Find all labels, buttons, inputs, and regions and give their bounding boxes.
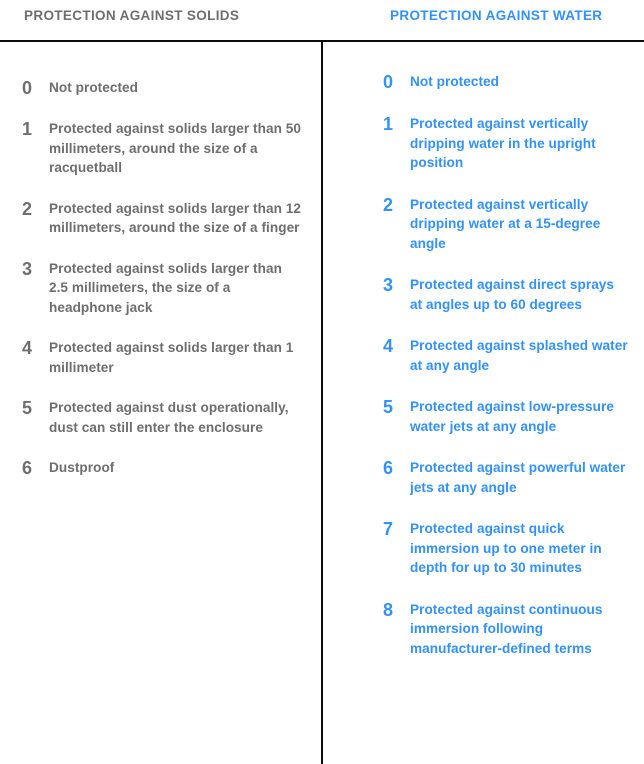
- water-level-number: 8: [383, 599, 394, 620]
- water-level-number: 0: [383, 72, 394, 92]
- water-level-description: Protected against quick immersion up to …: [410, 521, 602, 575]
- solids-level-number: 4: [22, 338, 33, 358]
- water-level-description: Protected against powerful water jets at…: [410, 460, 626, 495]
- list-item: 3 Protected against solids larger than 2…: [22, 259, 301, 318]
- solids-level-number: 0: [22, 78, 33, 98]
- solids-level-number: 5: [22, 398, 33, 418]
- list-item: 2 Protected against solids larger than 1…: [22, 199, 301, 238]
- header-cell-solids: PROTECTION AGAINST SOLIDS: [0, 0, 322, 24]
- table-header-row: PROTECTION AGAINST SOLIDS PROTECTION AGA…: [0, 0, 644, 41]
- water-level-number: 6: [383, 458, 394, 478]
- water-level-number: 1: [383, 114, 394, 134]
- water-level-description: Protected against vertically dripping wa…: [410, 196, 601, 251]
- list-item: 4 Protected against splashed water at an…: [383, 336, 630, 375]
- solids-level-number: 6: [22, 458, 33, 478]
- water-level-number: 7: [383, 519, 394, 539]
- list-item: 7 Protected against quick immersion up t…: [383, 519, 630, 578]
- list-item: 5 Protected against dust operationally, …: [22, 398, 301, 437]
- solids-level-description: Protected against solids larger than 50 …: [49, 121, 302, 175]
- column-solids: 0 Not protected 1 Protected against soli…: [0, 42, 321, 680]
- water-level-description: Protected against direct sprays at angle…: [410, 277, 615, 312]
- list-item: 3 Protected against direct sprays at ang…: [383, 275, 630, 314]
- solids-level-number: 3: [22, 258, 33, 279]
- list-item: 6 Dustproof: [22, 458, 301, 478]
- solids-level-number: 1: [22, 119, 33, 139]
- column-heading-solids: PROTECTION AGAINST SOLIDS: [24, 8, 240, 23]
- column-heading-water: PROTECTION AGAINST WATER: [390, 8, 603, 23]
- list-item: 8 Protected against continuous immersion…: [383, 600, 630, 659]
- list-item: 0 Not protected: [383, 72, 630, 92]
- list-item: 1 Protected against vertically dripping …: [383, 114, 630, 173]
- list-item: 1 Protected against solids larger than 5…: [22, 119, 301, 178]
- water-level-description: Not protected: [410, 74, 500, 89]
- solids-level-description: Protected against solids larger than 12 …: [49, 200, 302, 236]
- solids-level-description: Dustproof: [49, 460, 115, 475]
- solids-level-description: Not protected: [49, 80, 139, 95]
- water-level-description: Protected against vertically dripping wa…: [410, 116, 596, 170]
- list-item: 0 Not protected: [22, 78, 301, 98]
- water-level-description: Protected against continuous immersion f…: [410, 601, 603, 656]
- water-level-number: 2: [383, 194, 394, 215]
- column-divider-rule: [321, 41, 323, 764]
- water-level-number: 5: [383, 397, 394, 417]
- solids-level-description: Protected against solids larger than 2.5…: [49, 260, 282, 315]
- solids-level-description: Protected against solids larger than 1 m…: [49, 340, 294, 375]
- header-cell-water: PROTECTION AGAINST WATER: [322, 0, 644, 24]
- list-item: 5 Protected against low-pressure water j…: [383, 397, 630, 436]
- water-level-number: 3: [383, 275, 394, 295]
- solids-level-description: Protected against dust operationally, du…: [49, 400, 289, 435]
- list-item: 2 Protected against vertically dripping …: [383, 195, 630, 254]
- list-item: 6 Protected against powerful water jets …: [383, 458, 630, 497]
- water-level-number: 4: [383, 336, 394, 356]
- table-body: 0 Not protected 1 Protected against soli…: [0, 42, 644, 680]
- water-level-description: Protected against low-pressure water jet…: [410, 399, 614, 434]
- column-water: 0 Not protected 1 Protected against vert…: [321, 42, 644, 680]
- solids-level-number: 2: [22, 198, 33, 219]
- water-level-description: Protected against splashed water at any …: [410, 338, 628, 373]
- list-item: 4 Protected against solids larger than 1…: [22, 338, 301, 377]
